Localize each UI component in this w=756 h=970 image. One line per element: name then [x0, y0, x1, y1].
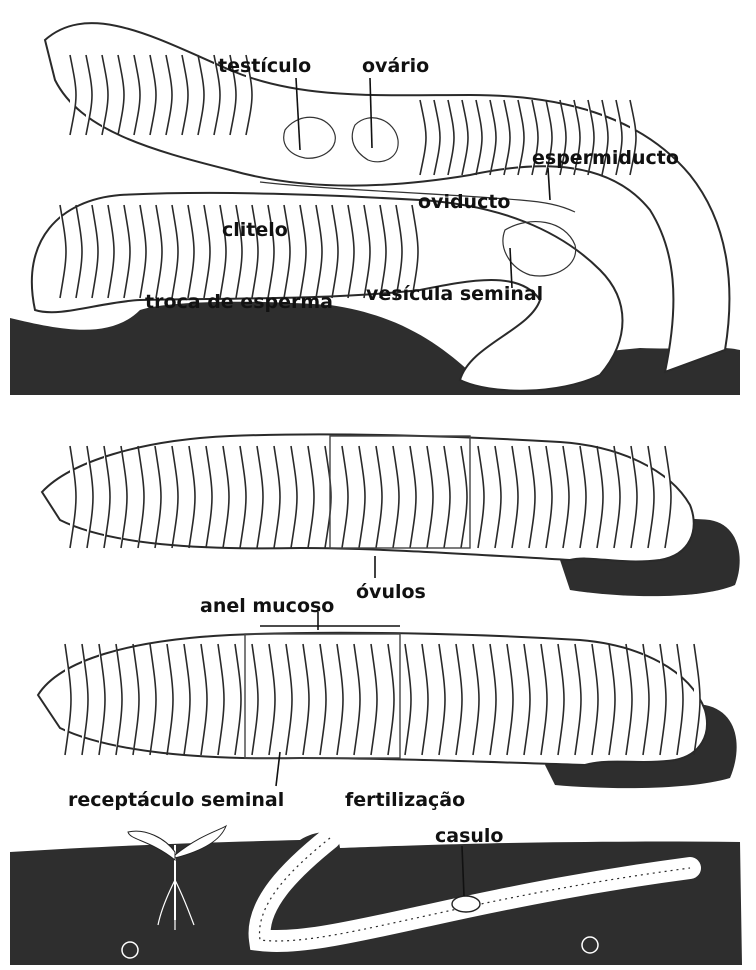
label-casulo: casulo — [435, 825, 504, 847]
panel-mating: testículo ovário espermiducto oviducto c… — [10, 23, 740, 395]
label-ovulos: óvulos — [356, 581, 426, 603]
label-receptaculo-seminal: receptáculo seminal — [68, 789, 284, 811]
label-oviducto: oviducto — [418, 191, 510, 213]
panel-fertilization: anel mucoso receptáculo seminal fertiliz… — [38, 595, 737, 811]
label-troca-de-esperma: troca de esperma — [145, 291, 333, 313]
panel-ovules: óvulos — [42, 434, 740, 603]
label-ovario: ovário — [362, 55, 429, 77]
label-fertilizacao: fertilização — [345, 789, 465, 811]
label-vesicula-seminal: vesícula seminal — [366, 283, 543, 305]
segment-ring — [70, 446, 76, 548]
cocoon — [452, 896, 480, 912]
panel-cocoon: casulo — [10, 825, 742, 965]
label-clitelo: clitelo — [222, 219, 288, 241]
label-testiculo: testículo — [218, 55, 311, 77]
segment-ring — [65, 644, 71, 755]
soil-mound-top — [10, 302, 740, 395]
label-espermiducto: espermiducto — [532, 147, 679, 169]
pointer-espermiducto — [548, 168, 550, 200]
soil-ground — [10, 832, 742, 965]
label-anel-mucoso: anel mucoso — [200, 595, 334, 617]
